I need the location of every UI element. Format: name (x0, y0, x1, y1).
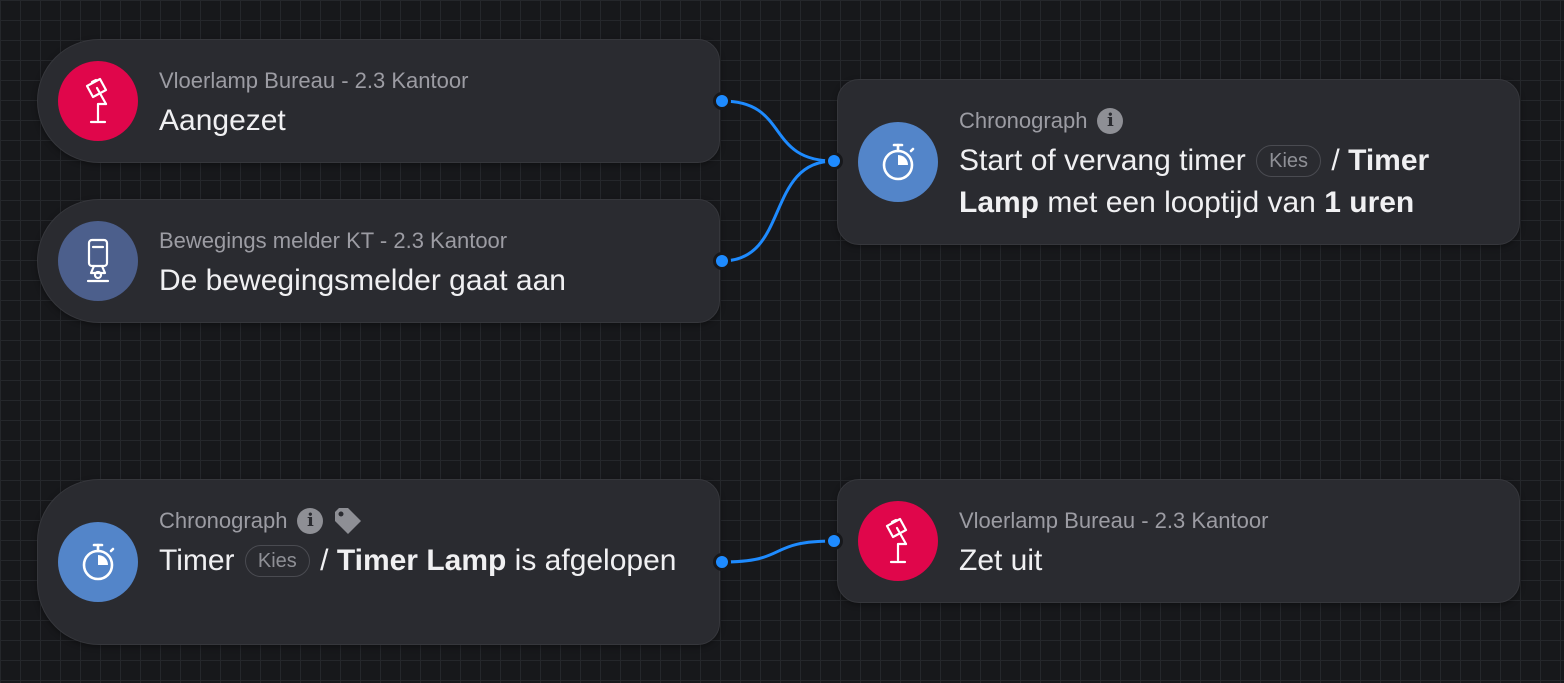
stopwatch-icon (58, 522, 138, 602)
node-subtitle: Chronograph (159, 508, 288, 533)
motion-sensor-icon (58, 221, 138, 301)
node-title: De bewegingsmelder gaat aan (159, 264, 566, 297)
wire-timer-to-lamp-off (721, 539, 835, 564)
trigger-card-timer-ended[interactable]: Chronograph i Timer Kies / Timer Lamp is… (37, 479, 720, 645)
info-icon[interactable]: i (297, 508, 324, 534)
node-subtitle: Bewegings melder KT - 2.3 Kantoor (159, 228, 508, 253)
duration-value[interactable]: 1 (1324, 186, 1341, 219)
tag-icon[interactable] (333, 508, 363, 534)
output-port-timer-ended[interactable] (713, 553, 731, 571)
action-card-start-timer[interactable]: Chronograph i Start of vervang timer Kie… (837, 79, 1520, 245)
output-port-motion[interactable] (713, 252, 731, 270)
node-subtitle: Chronograph (959, 108, 1088, 133)
node-subtitle: Vloerlamp Bureau - 2.3 Kantoor (959, 508, 1269, 533)
wire-lamp-to-timer (721, 99, 835, 163)
trigger-card-lamp-on[interactable]: Vloerlamp Bureau - 2.3 Kantoor Aangezet (37, 39, 720, 163)
timer-name[interactable]: Timer Lamp (336, 544, 507, 577)
floor-lamp-icon (58, 61, 138, 141)
action-card-lamp-off[interactable]: Vloerlamp Bureau - 2.3 Kantoor Zet uit (837, 479, 1520, 603)
trigger-card-motion[interactable]: Bewegings melder KT - 2.3 Kantoor De bew… (37, 199, 720, 323)
info-icon[interactable]: i (1097, 108, 1124, 134)
timer-picker-pill[interactable]: Kies (1256, 145, 1322, 177)
wire-motion-to-timer (721, 159, 835, 263)
timer-picker-pill[interactable]: Kies (244, 545, 310, 577)
node-sentence: Timer Kies / Timer Lamp is afgelopen (159, 544, 677, 577)
node-title: Zet uit (959, 544, 1043, 577)
timer-name[interactable]: Timer Lamp (959, 144, 1430, 219)
node-subtitle: Vloerlamp Bureau - 2.3 Kantoor (159, 68, 469, 93)
input-port-start-timer[interactable] (825, 152, 843, 170)
node-title: Aangezet (159, 104, 286, 137)
output-port-lamp-on[interactable] (713, 92, 731, 110)
input-port-lamp-off[interactable] (825, 532, 843, 550)
node-sentence: Start of vervang timer Kies / Timer Lamp… (959, 144, 1430, 219)
floor-lamp-icon (858, 501, 938, 581)
stopwatch-icon (858, 122, 938, 202)
duration-unit[interactable]: uren (1349, 186, 1415, 219)
